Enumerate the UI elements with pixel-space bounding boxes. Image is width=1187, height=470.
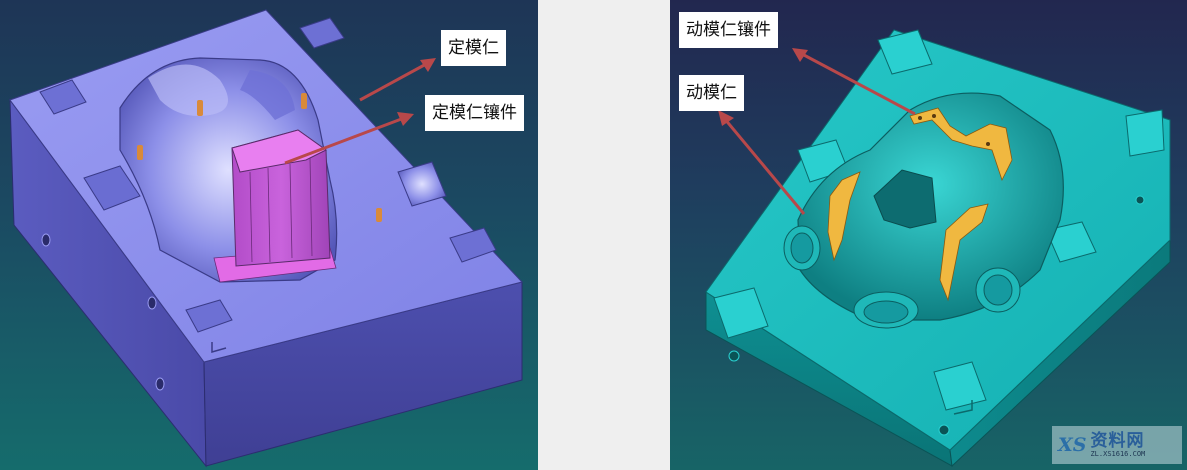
panel-divider — [538, 0, 670, 470]
fixed-mold-panel: 定模仁 定模仁镶件 — [0, 0, 538, 470]
arrow-fixed-core-insert — [284, 112, 414, 165]
watermark-name: 资料网 — [1090, 430, 1145, 451]
label-fixed-core: 定模仁 — [441, 30, 506, 66]
watermark: XS 资料网 ZL.XS1616.COM — [1052, 426, 1182, 464]
watermark-url: ZL.XS1616.COM — [1090, 449, 1146, 458]
label-fixed-core-insert: 定模仁镶件 — [425, 95, 524, 131]
moving-mold-panel: 动模仁镶件 动模仁 — [670, 0, 1187, 470]
label-moving-core: 动模仁 — [679, 75, 744, 111]
fixed-mold-core-illustration — [9, 9, 523, 468]
label-moving-core-insert: 动模仁镶件 — [679, 12, 778, 48]
moving-mold-core-illustration — [705, 29, 1171, 468]
arrow-moving-core — [718, 110, 806, 215]
arrow-fixed-core — [359, 58, 436, 102]
xs-logo-icon: XS — [1058, 434, 1087, 456]
arrow-moving-core-insert — [792, 48, 916, 116]
